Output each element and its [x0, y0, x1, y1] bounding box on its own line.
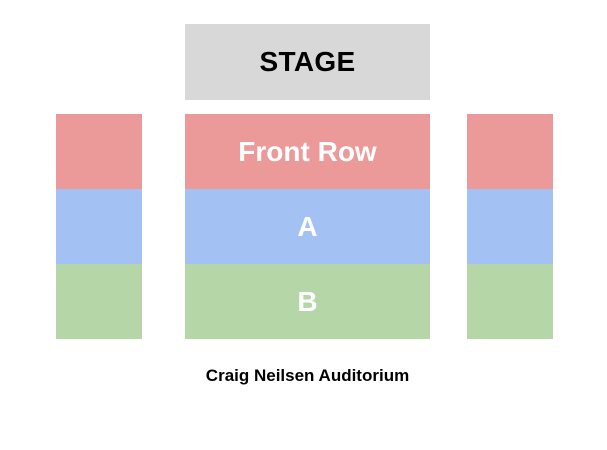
section-b-right[interactable] [467, 264, 553, 339]
section-front-row-right[interactable] [467, 114, 553, 189]
section-label: Front Row [238, 135, 377, 167]
venue-name: Craig Neilsen Auditorium [205, 366, 410, 385]
stage: STAGE [185, 24, 430, 100]
section-a-center[interactable]: A [185, 189, 430, 264]
section-label: B [297, 285, 318, 317]
section-a-right[interactable] [467, 189, 553, 264]
section-b-center[interactable]: B [185, 264, 430, 339]
section-front-row-center[interactable]: Front Row [185, 114, 430, 189]
section-b-left[interactable] [56, 264, 142, 339]
section-a-left[interactable] [56, 189, 142, 264]
stage-label: STAGE [259, 46, 356, 77]
section-label: A [297, 210, 318, 242]
section-front-row-left[interactable] [56, 114, 142, 189]
